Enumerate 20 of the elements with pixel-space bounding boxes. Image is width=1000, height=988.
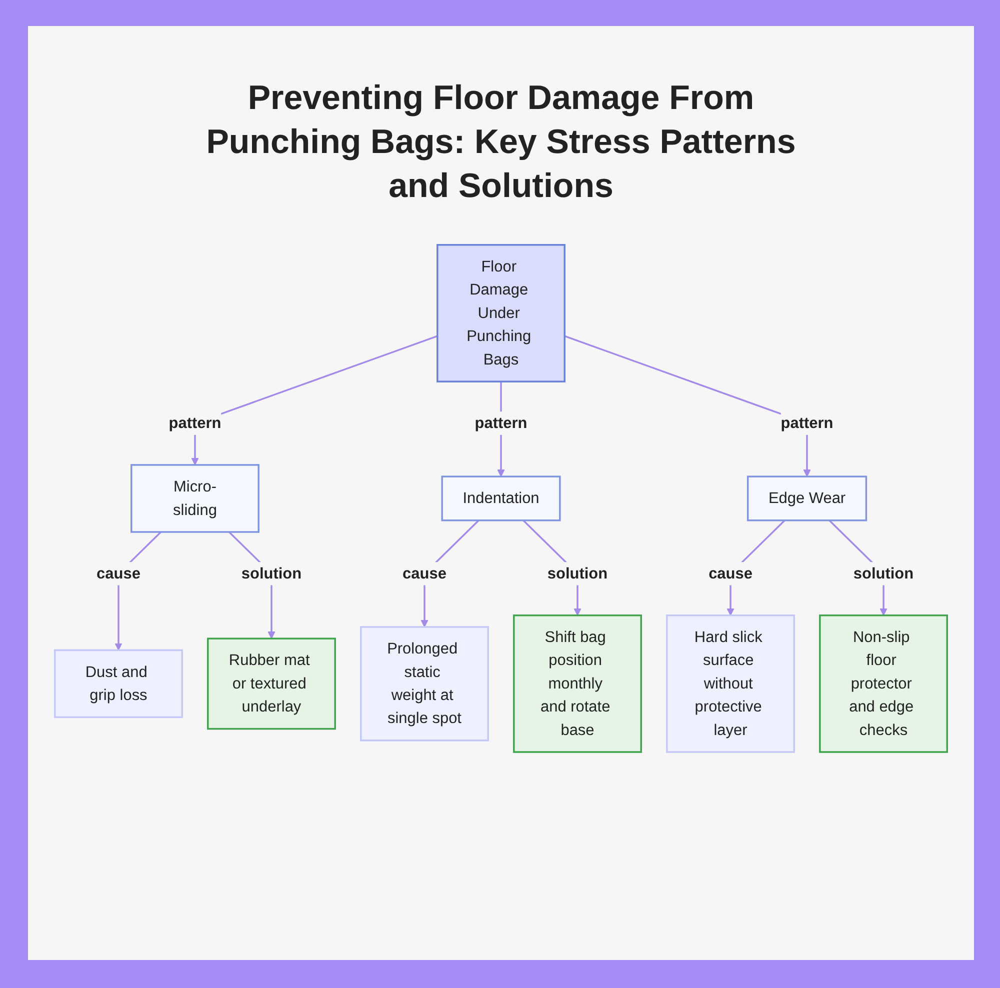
edge-label: pattern	[780, 414, 834, 432]
edge-label: cause	[708, 564, 752, 582]
node-box: Hard slick surface without protective layer	[666, 614, 795, 753]
edge-label: pattern	[168, 414, 222, 432]
edge-label: solution	[241, 564, 302, 582]
edge-label: cause	[96, 564, 140, 582]
node-box: Floor Damage Under Punching Bags	[436, 244, 566, 382]
edge-label: solution	[853, 564, 914, 582]
node-box: Rubber mat or textured underlay	[207, 638, 336, 730]
node-box: Prolonged static weight at single spot	[360, 626, 489, 742]
edge-label: solution	[547, 564, 608, 582]
node-box: Indentation	[441, 476, 561, 522]
edge-label: cause	[402, 564, 446, 582]
node-box: Dust and grip loss	[54, 649, 183, 718]
node-box: Micro-sliding	[130, 464, 260, 533]
node-box: Edge Wear	[746, 476, 868, 522]
diagram-title: Preventing Floor Damage From Punching Bags: Key Stress Patterns and Solutions	[205, 78, 797, 207]
node-box: Non-slip floor protector and edge checks	[819, 614, 948, 753]
node-box: Shift bag position monthly and rotate base	[513, 614, 642, 753]
edge-label: pattern	[474, 414, 528, 432]
